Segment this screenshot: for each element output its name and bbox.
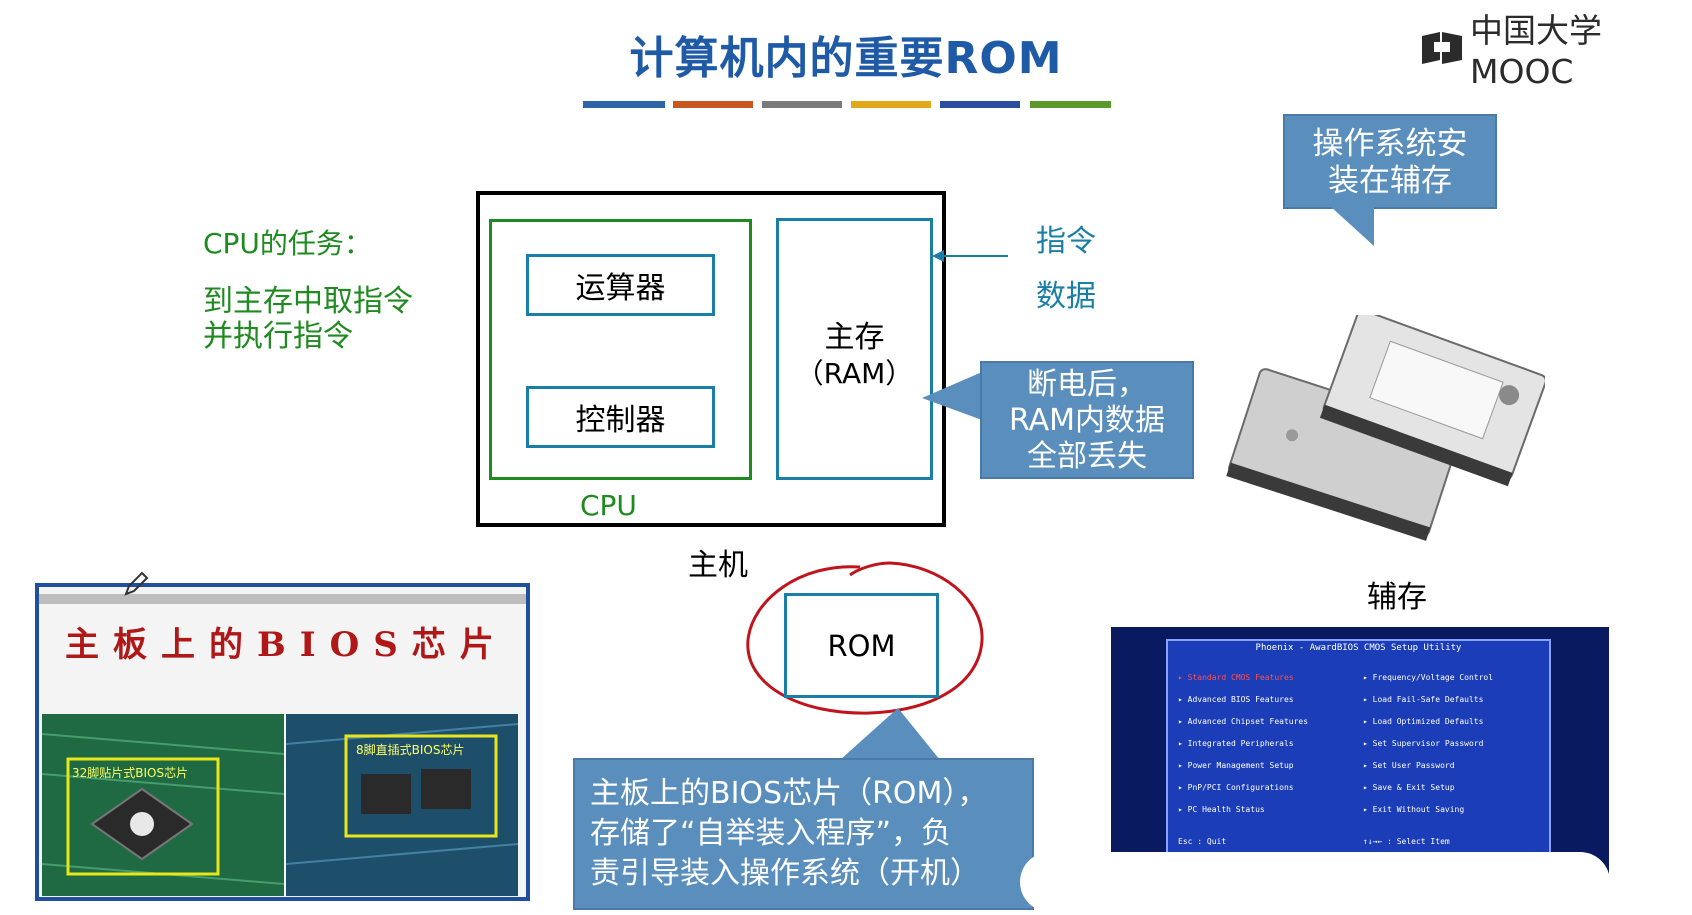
bios-setup-screen: Phoenix - AwardBIOS CMOS Setup Utility ▸… [1111, 627, 1609, 880]
bios-menu-left: ▸ Standard CMOS Features ▸ Advanced BIOS … [1178, 667, 1308, 821]
pencil-icon [124, 571, 149, 596]
cpu-task-line-1: 到主存中取指令 [203, 284, 413, 319]
bios-footer-right: ↑↓→← : Select Item [1363, 837, 1450, 846]
alu-box: 运算器 [526, 254, 715, 316]
rom-box: ROM [784, 593, 939, 698]
bios-callout-line-1: 主板上的BIOS芯片（ROM）， [590, 776, 988, 811]
cpu-task-line-2: 并执行指令 [203, 319, 353, 354]
ram-box [776, 218, 933, 480]
host-label: 主机 [688, 548, 748, 583]
title-underline-6 [1030, 101, 1111, 108]
ram-label-line-2: （RAM） [795, 357, 914, 390]
cpu-label: CPU [580, 489, 637, 522]
ram-callout-line-3: 全部丢失 [1027, 439, 1147, 474]
bios-menu-right: ▸ Frequency/Voltage Control ▸ Load Fail-S… [1363, 667, 1493, 821]
bios-menu-item: ▸ Power Management Setup [1178, 761, 1294, 770]
bios-menu-item: ▸ PnP/PCI Configurations [1178, 783, 1294, 792]
hard-disk-image [1226, 315, 1545, 541]
bios-menu-item: ▸ Load Optimized Defaults [1363, 717, 1484, 726]
os-callout-line-1: 操作系统安 [1312, 126, 1468, 162]
controller-label: 控制器 [575, 403, 666, 438]
bios-callout-line-3: 责引导装入操作系统（开机） [590, 856, 980, 891]
chip1-label: 32脚贴片式BIOS芯片 [72, 765, 188, 780]
bios-menu-item: ▸ Load Fail-Safe Defaults [1363, 695, 1484, 704]
instruction-label: 指令 [1036, 224, 1096, 259]
cpu-task-title: CPU的任务： [203, 227, 372, 260]
os-callout-tail [1330, 206, 1374, 246]
bios-chip-photo-2: 8脚直插式BIOS芯片 [286, 714, 518, 896]
os-callout: 操作系统安 装在辅存 [1283, 114, 1497, 209]
bios-panel-title: 主板上的BIOS芯片 [65, 625, 508, 665]
bios-menu-item: ▸ Set Supervisor Password [1363, 739, 1484, 748]
alu-label: 运算器 [575, 271, 666, 306]
rom-label: ROM [827, 628, 896, 663]
ram-callout-line-2: RAM内数据 [1008, 403, 1166, 438]
bios-screen-header: Phoenix - AwardBIOS CMOS Setup Utility [1255, 643, 1462, 653]
bios-menu-item: ▸ Set User Password [1363, 761, 1455, 770]
ram-label-line-1: 主存 [824, 320, 885, 355]
input-arrow [932, 250, 1008, 262]
chip2-label: 8脚直插式BIOS芯片 [356, 742, 464, 757]
mooc-logo: 中国大学MOOC [1420, 4, 1692, 91]
ram-callout-line-1: 断电后， [1027, 367, 1147, 402]
bios-footer-left: Esc : Quit [1178, 837, 1227, 846]
cpu-box [489, 219, 752, 480]
bios-screen-frame: Phoenix - AwardBIOS CMOS Setup Utility ▸… [1166, 639, 1551, 869]
bios-menu-item: ▸ Advanced BIOS Features [1178, 695, 1294, 704]
bios-menu-item: ▸ Exit Without Saving [1363, 805, 1465, 814]
bios-menu-item: ▸ Standard CMOS Features [1178, 673, 1294, 682]
bios-menu-item: ▸ Integrated Peripherals [1178, 739, 1294, 748]
page-title: 计算机内的重要ROM [629, 33, 1063, 84]
bios-chip-photo-1: 32脚贴片式BIOS芯片 [42, 714, 284, 896]
data-label: 数据 [1036, 279, 1096, 314]
bios-menu-item: ▸ PC Health Status [1178, 805, 1265, 814]
rom-highlight-circle [746, 561, 984, 715]
bios-callout-tail [840, 708, 940, 760]
bios-menu-item: ▸ Frequency/Voltage Control [1363, 673, 1494, 682]
secondary-storage-label: 辅存 [1367, 580, 1427, 615]
ram-callout-tail [922, 372, 982, 420]
title-underline-1 [583, 101, 665, 108]
title-underline-3 [762, 101, 842, 108]
bios-callout: 主板上的BIOS芯片（ROM）， 存储了“自举装入程序”，负 责引导装入操作系统… [573, 758, 1034, 910]
overlay-blur [1020, 852, 1610, 912]
host-box [476, 191, 946, 527]
controller-box: 控制器 [526, 386, 715, 448]
os-callout-line-2: 装在辅存 [1328, 163, 1452, 199]
title-underline-2 [673, 101, 753, 108]
bios-menu-item: ▸ Advanced Chipset Features [1178, 717, 1309, 726]
mooc-logo-text: 中国大学MOOC [1470, 11, 1602, 91]
bios-menu-item: ▸ Save & Exit Setup [1363, 783, 1455, 792]
title-underline-4 [851, 101, 931, 108]
bios-panel-top-stripe [39, 594, 526, 604]
bios-callout-line-2: 存储了“自举装入程序”，负 [590, 816, 952, 851]
ram-callout: 断电后， RAM内数据 全部丢失 [980, 361, 1194, 479]
title-underline-5 [940, 101, 1020, 108]
mooc-logo-icon [1420, 30, 1464, 66]
